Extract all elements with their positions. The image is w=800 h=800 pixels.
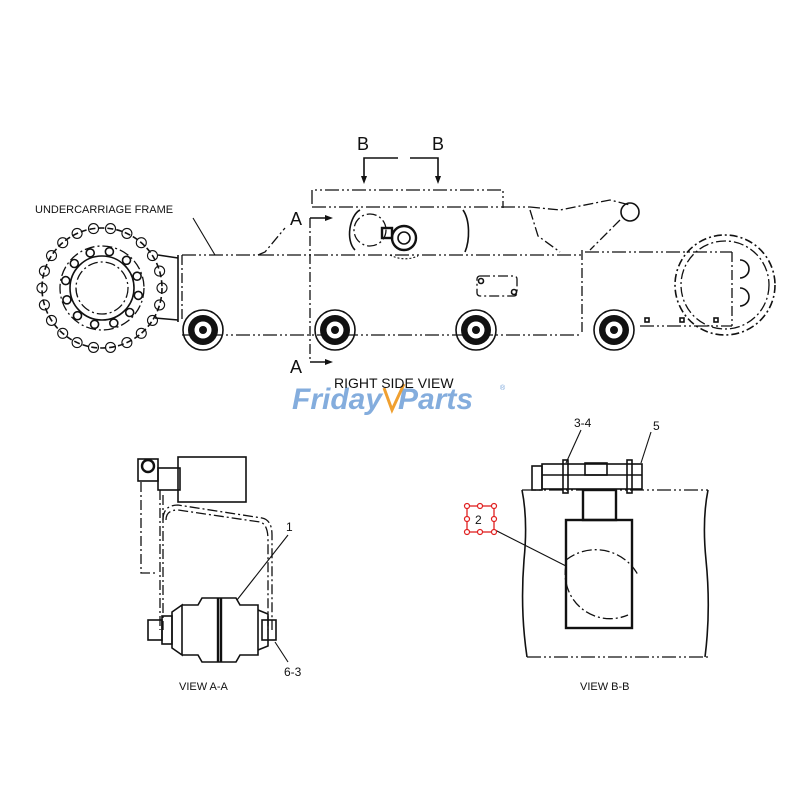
section-a-line	[309, 215, 333, 365]
selection-handle	[463, 515, 471, 523]
track-roller	[455, 309, 497, 351]
front-idler	[644, 234, 776, 336]
selection-handle	[463, 502, 471, 510]
sprocket-tooth	[156, 282, 168, 294]
roller-rim	[593, 309, 635, 351]
sprocket-tooth	[154, 265, 166, 277]
undercarriage-frame	[154, 227, 733, 336]
roller-axle	[331, 326, 339, 334]
section-b-left-label: B	[357, 134, 369, 154]
watermark-text-right: Parts	[398, 383, 473, 416]
view-b-b: 3-4 5 2 VIEW B-B	[463, 416, 710, 693]
selection-handle	[490, 515, 498, 523]
section-b-line	[361, 157, 441, 184]
sprocket-tooth	[57, 327, 69, 339]
sprocket-bolt	[133, 290, 144, 301]
sprocket-tooth	[45, 314, 58, 326]
sprocket-bolt	[124, 307, 135, 318]
sprocket-tooth	[135, 327, 147, 339]
sprocket-tooth	[135, 237, 147, 249]
sprocket-tooth	[154, 299, 166, 311]
drive-sprocket	[36, 223, 168, 353]
view-a-title: VIEW A-A	[179, 681, 229, 693]
sprocket-tooth	[146, 250, 159, 262]
section-b-right-label: B	[432, 134, 444, 154]
sprocket-tooth	[57, 237, 69, 249]
callout-3-4[interactable]: 3-4	[574, 416, 592, 430]
selection-handle	[463, 528, 471, 536]
sprocket-tooth	[71, 227, 83, 239]
sprocket-bolt	[72, 310, 83, 321]
sprocket-tooth	[87, 341, 100, 353]
sprocket-bolt	[60, 275, 71, 286]
sprocket-tooth	[104, 223, 117, 235]
selection-handle	[476, 502, 484, 510]
sprocket-tooth	[121, 337, 133, 349]
watermark-logo: Friday Parts ®	[292, 383, 506, 416]
track-rollers	[182, 309, 635, 351]
frame-label-leader	[192, 217, 216, 256]
sprocket-tooth	[38, 299, 50, 311]
selection-handle	[490, 528, 498, 536]
sprocket-bolt	[121, 255, 132, 266]
section-a-top-label: A	[290, 209, 302, 229]
sprocket-bolt	[85, 248, 95, 258]
sprocket-tooth	[38, 265, 50, 277]
sprocket-bolt	[62, 294, 72, 305]
right-side-view: UNDERCARRIAGE FRAME A A B B	[35, 134, 776, 377]
track-roller	[593, 309, 635, 351]
sprocket-bolt	[109, 318, 119, 328]
selection-handle	[490, 502, 498, 510]
sprocket-tooth	[121, 227, 133, 239]
sprocket-tooth	[71, 337, 83, 349]
roller-axle	[199, 326, 207, 334]
sprocket-bolt	[89, 319, 100, 330]
roller-axle	[610, 326, 618, 334]
roller-rim	[455, 309, 497, 351]
sprocket-bolt	[104, 246, 115, 257]
roller-rim	[182, 309, 224, 351]
sprocket-tooth	[104, 341, 117, 353]
sprocket-tooth	[45, 250, 58, 262]
callout-1[interactable]: 1	[286, 520, 293, 534]
selection-handle	[476, 528, 484, 536]
section-a-bottom-label: A	[290, 357, 302, 377]
roller-rim	[314, 309, 356, 351]
sprocket-tooth	[36, 282, 48, 294]
track-roller	[314, 309, 356, 351]
track-roller-section	[147, 597, 277, 663]
watermark-accent-icon	[382, 383, 406, 414]
sprocket-tooth	[146, 314, 159, 326]
view-a-a: 1 6-3 VIEW A-A	[137, 456, 302, 693]
watermark-text-left: Friday	[292, 383, 383, 416]
carrier-bracket	[311, 189, 640, 260]
frame-label: UNDERCARRIAGE FRAME	[35, 204, 173, 216]
sprocket-tooth	[87, 223, 100, 235]
callout-6-3[interactable]: 6-3	[284, 665, 302, 679]
callout-5[interactable]: 5	[653, 419, 660, 433]
roller-axle	[472, 326, 480, 334]
callout-2-selected[interactable]: 2	[463, 502, 498, 536]
view-b-title: VIEW B-B	[580, 681, 630, 693]
main-view-title: RIGHT SIDE VIEW	[334, 375, 454, 391]
sprocket-bolt	[132, 271, 142, 282]
callout-2[interactable]: 2	[475, 513, 482, 527]
track-roller	[182, 309, 224, 351]
sprocket-bolt	[69, 258, 80, 269]
registered-mark: ®	[500, 384, 506, 392]
